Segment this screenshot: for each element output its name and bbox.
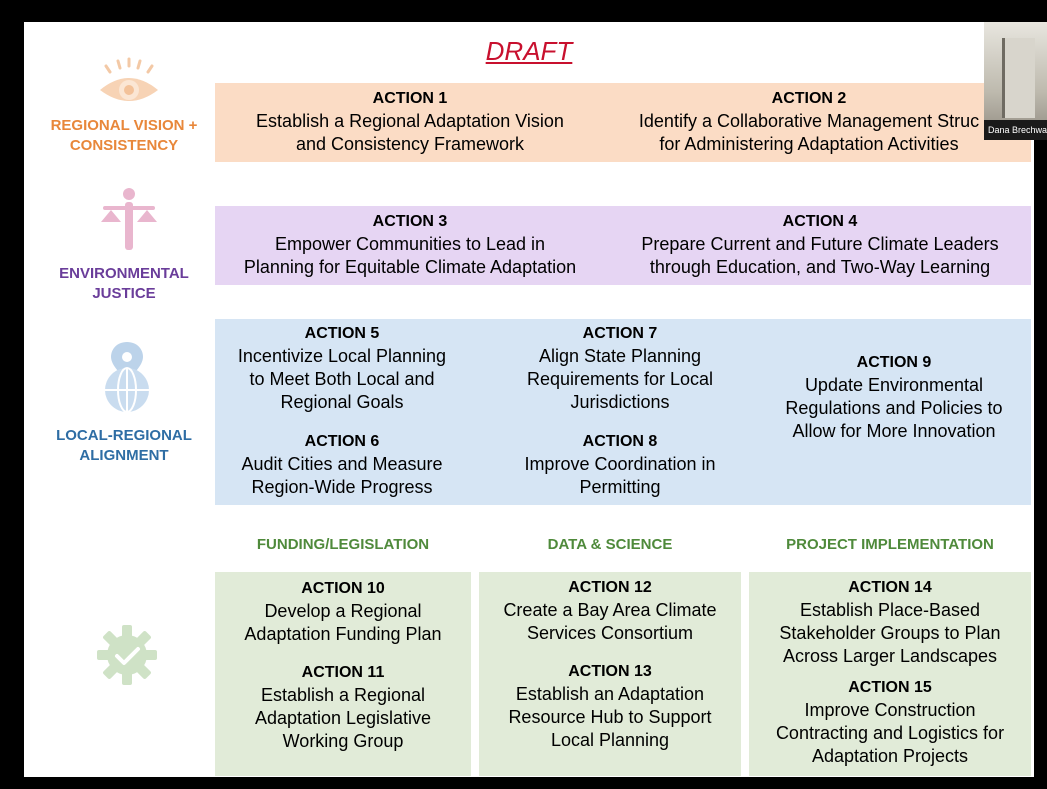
subhead-funding-legislation: FUNDING/LEGISLATION [256, 536, 430, 553]
band-regional-vision [215, 83, 1031, 162]
action-text: Establish a Regional [260, 685, 426, 705]
action-text: and Consistency Framework [295, 134, 525, 154]
subhead-project-implementation: PROJECT IMPLEMENTATION [786, 536, 994, 553]
category-line-2: JUSTICE [92, 285, 156, 302]
action-heading: ACTION 10 [301, 580, 385, 597]
category-line-2: ALIGNMENT [79, 447, 169, 464]
action-text: Improve Construction [804, 700, 976, 720]
action-text: Prepare Current and Future Climate Leade… [641, 234, 999, 254]
action-9: ACTION 9 Update Environmental Regulation… [764, 352, 1024, 443]
participant-video-tile[interactable]: Dana Brechwald [984, 22, 1047, 140]
action-text: Establish an Adaptation [515, 684, 705, 704]
action-heading: ACTION 15 [848, 679, 932, 696]
action-2: ACTION 2 Identify a Collaborative Manage… [609, 88, 1009, 156]
action-heading: ACTION 3 [372, 213, 448, 230]
action-text: Services Consortium [526, 623, 694, 643]
action-8: ACTION 8 Improve Coordination in Permitt… [489, 431, 751, 499]
action-1: ACTION 1 Establish a Regional Adaptation… [215, 88, 605, 156]
action-text: Resource Hub to Support [508, 707, 712, 727]
action-text: Region-Wide Progress [251, 477, 433, 497]
band-environmental-justice [215, 206, 1031, 285]
action-text: to Meet Both Local and [249, 369, 435, 389]
action-text: Adaptation Funding Plan [244, 624, 442, 644]
action-text: Permitting [579, 477, 661, 497]
category-label-environmental-justice: ENVIRONMENTAL JUSTICE [34, 264, 214, 304]
action-12: ACTION 12 Create a Bay Area Climate Serv… [479, 577, 741, 645]
action-7: ACTION 7 Align State Planning Requiremen… [489, 323, 751, 414]
category-line-1: REGIONAL VISION + [50, 117, 198, 134]
action-heading: ACTION 7 [582, 325, 658, 342]
action-text: Adaptation Projects [811, 746, 969, 766]
action-heading: ACTION 8 [582, 433, 658, 450]
action-13: ACTION 13 Establish an Adaptation Resour… [479, 661, 741, 752]
action-text: Develop a Regional [264, 601, 422, 621]
box-data-science [479, 572, 741, 776]
action-11: ACTION 11 Establish a Regional Adaptatio… [215, 662, 471, 753]
action-text: Empower Communities to Lead in [274, 234, 546, 254]
action-text: Planning for Equitable Climate Adaptatio… [243, 257, 577, 277]
action-text: for Administering Adaptation Activities [659, 134, 959, 154]
action-heading: ACTION 4 [782, 213, 858, 230]
action-heading: ACTION 1 [372, 90, 448, 107]
action-heading: ACTION 14 [848, 579, 932, 596]
action-text: Stakeholder Groups to Plan [779, 623, 1001, 643]
action-text: Create a Bay Area Climate [503, 600, 717, 620]
action-text: Jurisdictions [570, 392, 670, 412]
category-line-2: CONSISTENCY [69, 137, 179, 154]
action-text: Across Larger Landscapes [782, 646, 998, 666]
action-text: Local Planning [550, 730, 670, 750]
action-5: ACTION 5 Incentivize Local Planning to M… [215, 323, 469, 414]
action-text: Regulations and Policies to [785, 398, 1003, 418]
scales-person-icon [101, 188, 157, 250]
action-heading: ACTION 12 [568, 579, 652, 596]
band-local-regional [215, 319, 1031, 505]
gear-check-icon [97, 625, 157, 685]
action-text: Requirements for Local [526, 369, 714, 389]
action-text: Align State Planning [538, 346, 702, 366]
action-text: Allow for More Innovation [792, 421, 996, 441]
map-pin-globe-icon [105, 342, 149, 413]
action-text: Regional Goals [280, 392, 404, 412]
action-heading: ACTION 11 [301, 664, 385, 681]
action-text: Update Environmental [804, 375, 984, 395]
action-4: ACTION 4 Prepare Current and Future Clim… [609, 211, 1031, 279]
action-3: ACTION 3 Empower Communities to Lead in … [215, 211, 605, 279]
action-heading: ACTION 9 [856, 354, 932, 371]
action-text: Audit Cities and Measure [241, 454, 443, 474]
action-text: Working Group [282, 731, 404, 751]
category-line-1: LOCAL-REGIONAL [56, 427, 192, 444]
action-heading: ACTION 13 [568, 663, 652, 680]
participant-name: Dana Brechwald [984, 120, 1047, 140]
action-10: ACTION 10 Develop a Regional Adaptation … [215, 578, 471, 646]
action-heading: ACTION 5 [304, 325, 380, 342]
box-funding-legislation [215, 572, 471, 776]
category-label-regional-vision: REGIONAL VISION + CONSISTENCY [34, 116, 214, 156]
box-project-implementation [749, 572, 1031, 776]
action-heading: ACTION 2 [771, 90, 847, 107]
action-text: Identify a Collaborative Management Stru… [638, 111, 980, 131]
action-text: Contracting and Logistics for [775, 723, 1005, 743]
action-text: Improve Coordination in [524, 454, 716, 474]
action-6: ACTION 6 Audit Cities and Measure Region… [215, 431, 469, 499]
action-text: through Education, and Two-Way Learning [649, 257, 991, 277]
video-feed-detail [1002, 38, 1035, 118]
action-heading: ACTION 6 [304, 433, 380, 450]
eye-icon [100, 57, 158, 101]
category-label-local-regional: LOCAL-REGIONAL ALIGNMENT [34, 426, 214, 466]
action-text: Establish a Regional Adaptation Vision [256, 111, 564, 131]
draft-title: DRAFT [485, 36, 573, 66]
action-text: Establish Place-Based [799, 600, 981, 620]
action-14: ACTION 14 Establish Place-Based Stakehol… [749, 577, 1031, 668]
category-line-1: ENVIRONMENTAL [59, 265, 189, 282]
subhead-data-science: DATA & SCIENCE [547, 536, 673, 553]
action-15: ACTION 15 Improve Construction Contracti… [749, 677, 1031, 768]
presentation-slide: DRAFT REGIONAL VISION + CONSISTENCY ENVI… [24, 22, 1034, 777]
action-text: Incentivize Local Planning [237, 346, 447, 366]
action-text: Adaptation Legislative [254, 708, 432, 728]
